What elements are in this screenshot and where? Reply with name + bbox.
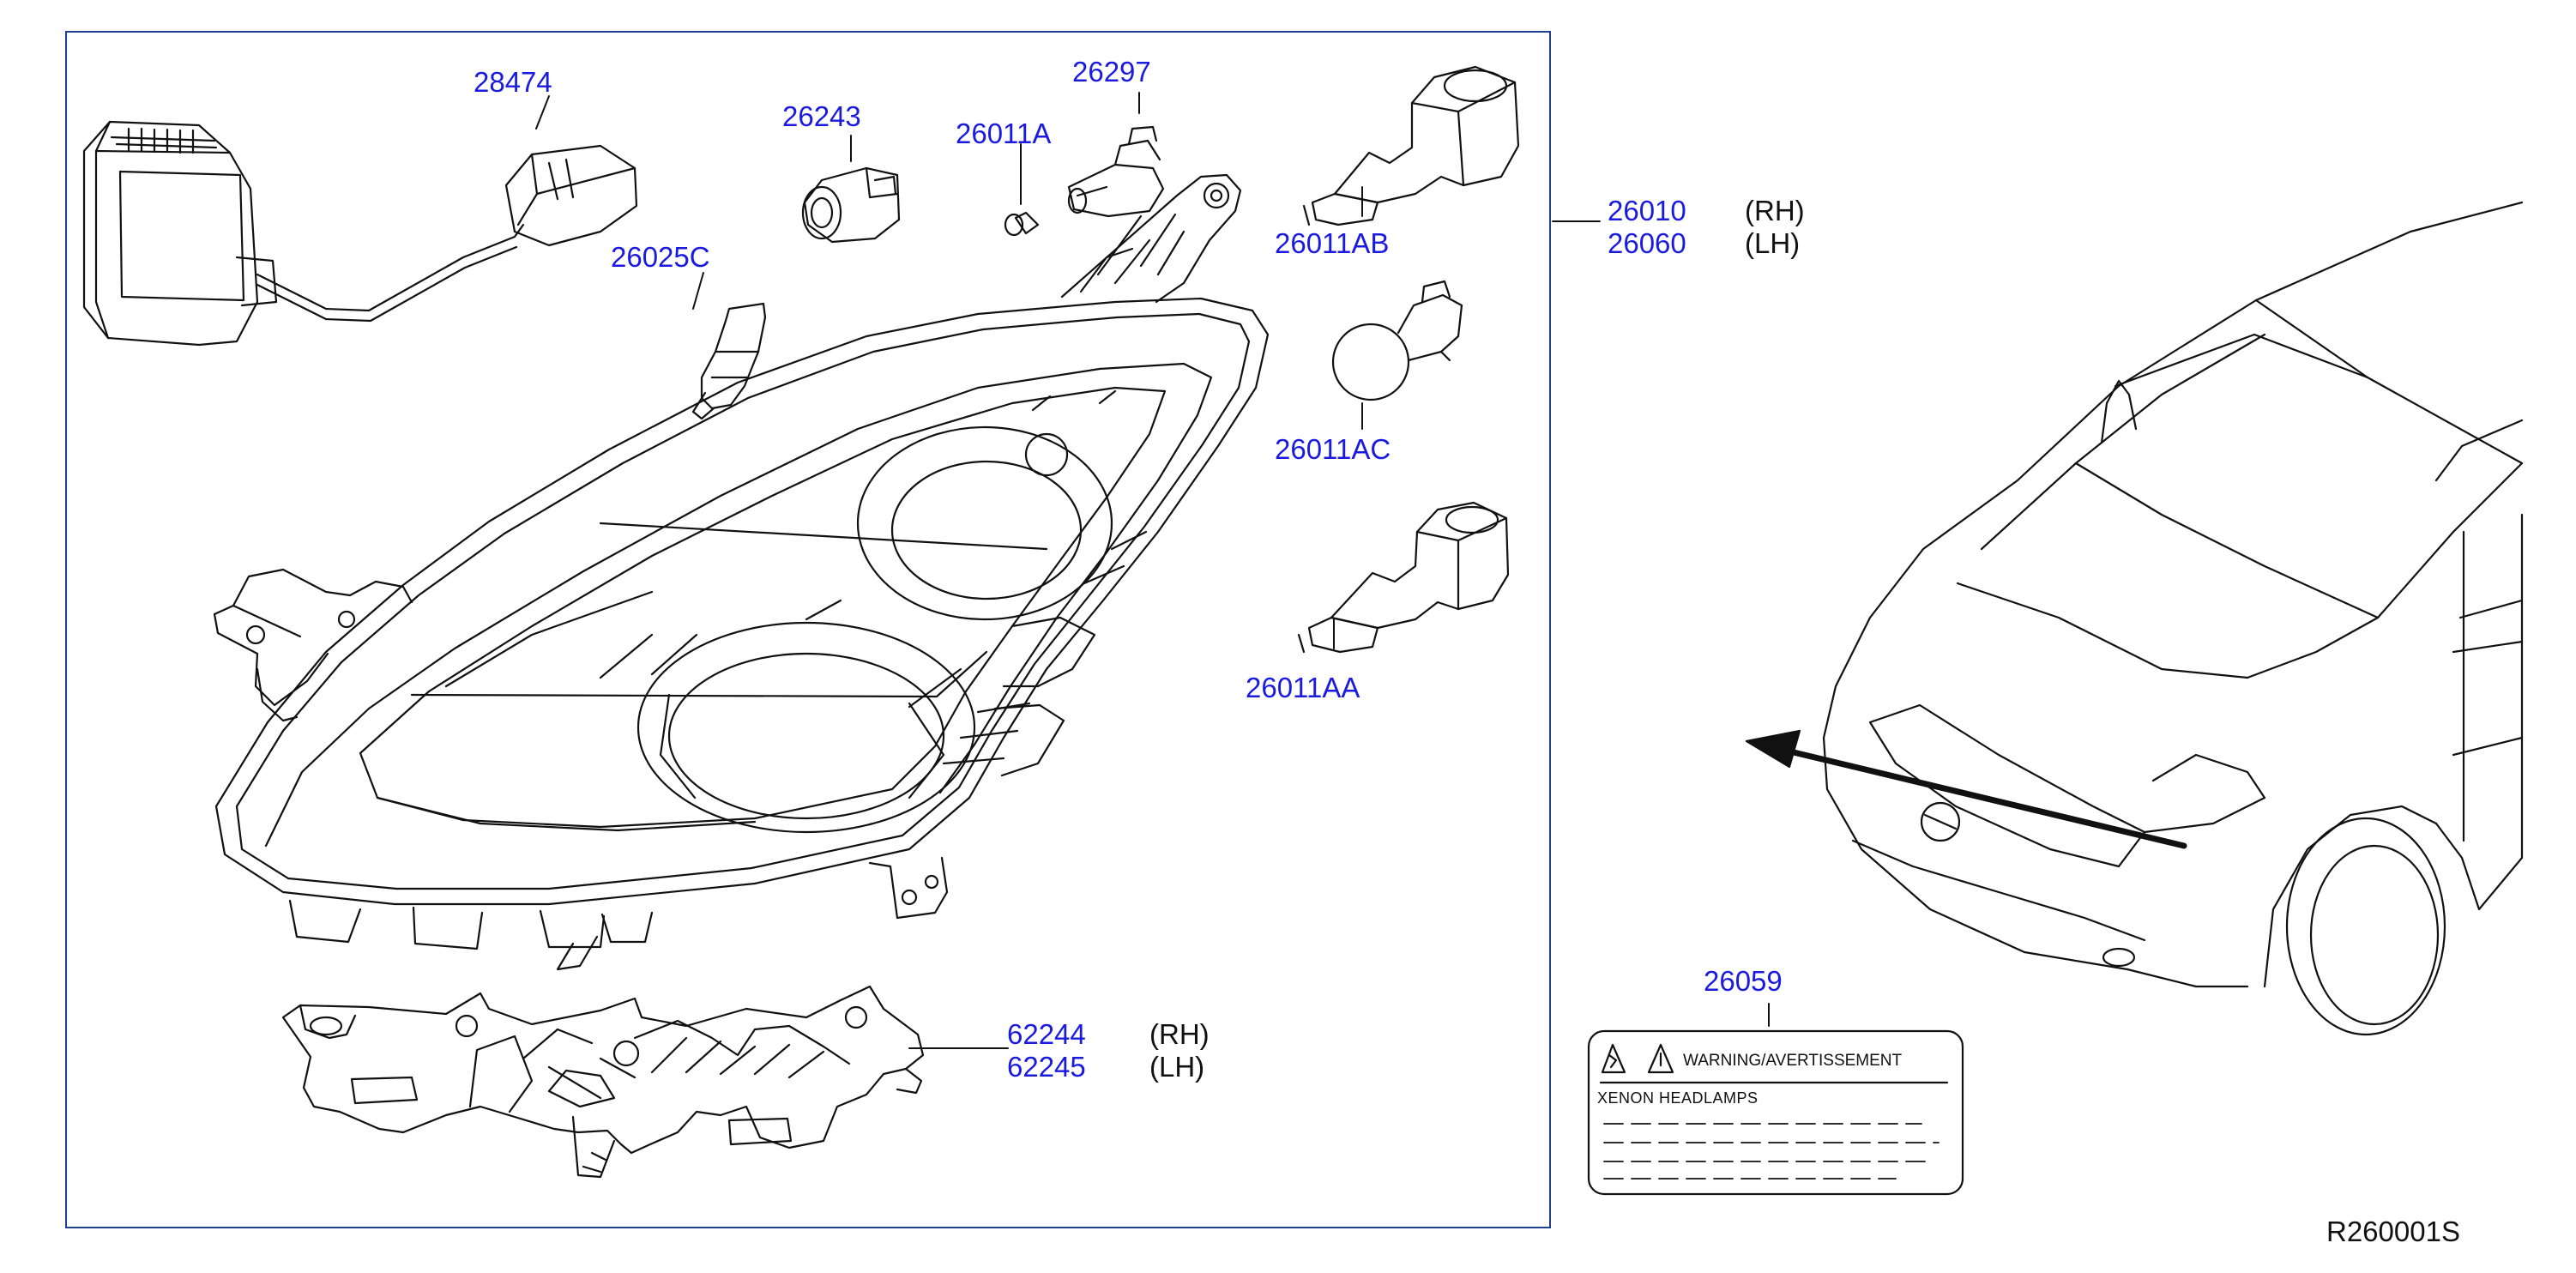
part-number-26059: 26059 [1704,965,1783,997]
mounting-bracket-62244 [281,985,925,1179]
part-number-26011ab: 26011AB [1275,227,1390,259]
side-lh-26060: (LH) [1745,227,1801,259]
bulb-26011AC [1331,280,1463,401]
pointer-arrow [1745,729,2187,849]
diagram-frame [65,31,1551,1228]
bulb-26011AA [1297,501,1510,654]
part-number-28474: 28474 [474,66,552,98]
warning-label-26059 [1587,1029,1964,1196]
figure-code: R260001S [2326,1216,2460,1247]
warning-label-title: WARNING/AVERTISSEMENT [1683,1052,1903,1070]
ballast-28474 [82,120,638,347]
bulb-26011A [1004,211,1040,237]
part-number-62245: 62245 [1007,1051,1086,1083]
part-number-62244: 62244 [1007,1018,1086,1050]
socket-26243 [801,166,901,244]
part-number-26010: 26010 [1608,195,1686,226]
side-rh-26010: (RH) [1745,195,1805,226]
part-number-26025c: 26025C [611,241,710,273]
part-number-26011ac: 26011AC [1275,433,1391,465]
socket-26297 [1067,125,1165,218]
part-number-26011a: 26011A [956,118,1052,149]
part-number-26297: 26297 [1072,56,1151,87]
part-number-26011aa: 26011AA [1246,672,1360,703]
car-illustration [1822,201,2524,1036]
warning-label-subtitle: XENON HEADLAMPS [1597,1089,1759,1107]
bulb-26011AB [1302,65,1520,226]
side-lh-62245: (LH) [1149,1051,1205,1083]
headlamp-assembly [213,173,1270,971]
leader-lines [535,92,1770,1049]
bulb-26025C [691,302,767,420]
side-rh-62244: (RH) [1149,1018,1210,1050]
part-number-26060: 26060 [1608,227,1686,259]
part-number-26243: 26243 [782,100,861,132]
